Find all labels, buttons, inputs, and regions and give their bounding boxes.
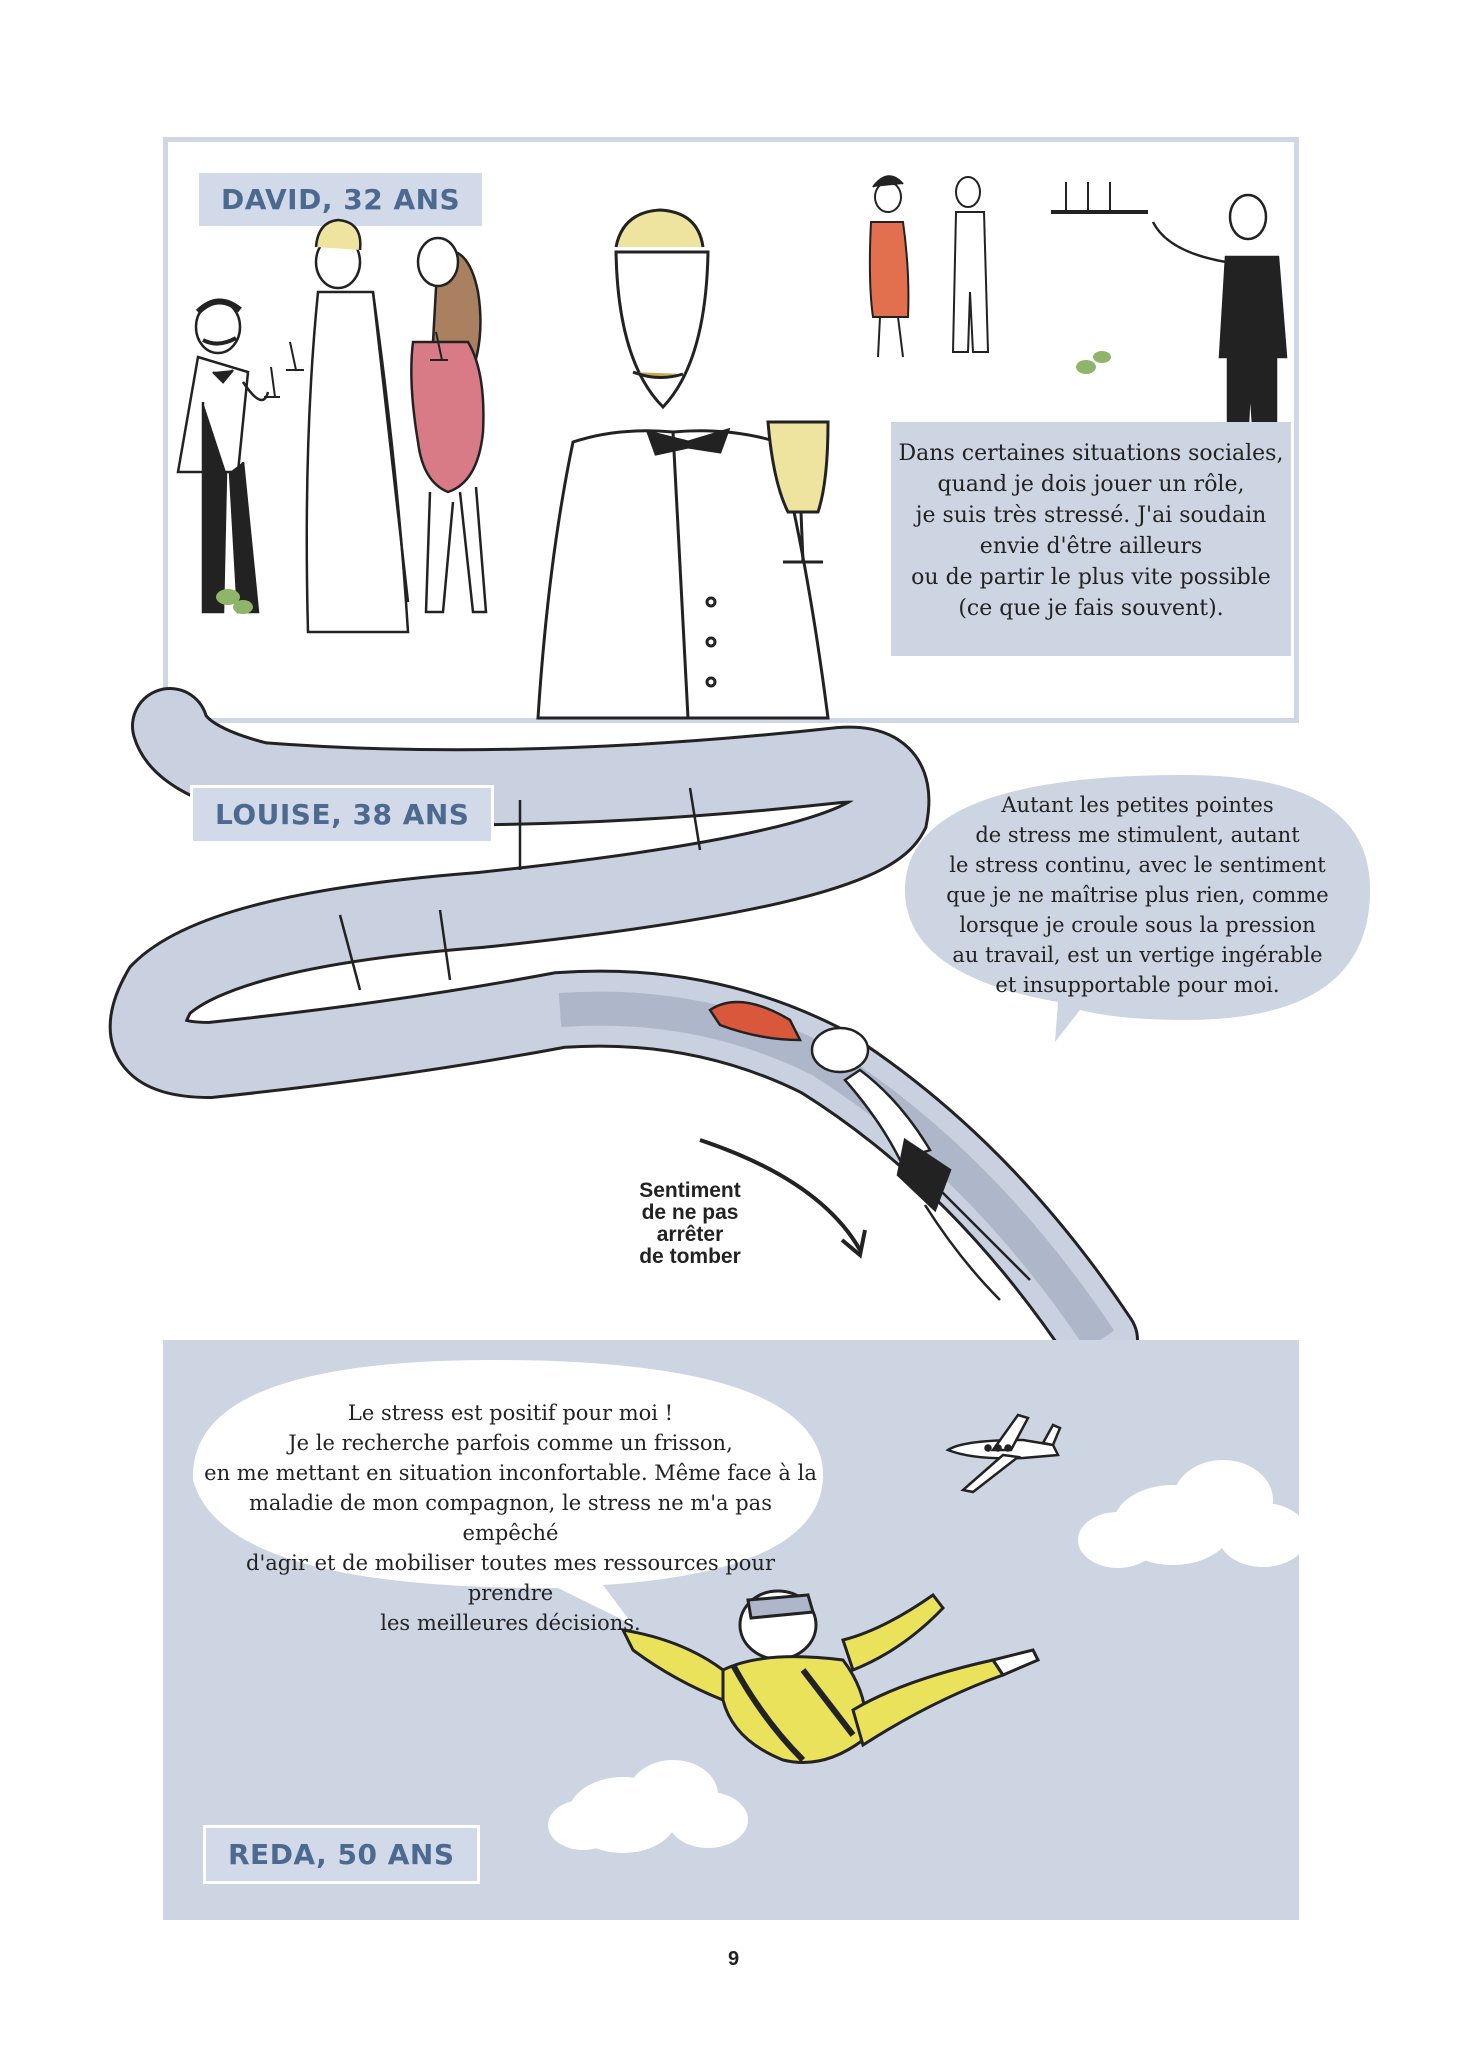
bubble-line: les meilleures décisions. — [380, 1611, 641, 1635]
speech-bubble-louise: Autant les petites pointes de stress me … — [935, 790, 1340, 1000]
bubble-line: lorsque je croule sous la pression — [959, 913, 1316, 937]
name-tag-reda: REDA, 50 ANS — [203, 1825, 480, 1884]
bubble-line: Le stress est positif pour moi ! — [347, 1401, 674, 1425]
name-tag-louise: LOUISE, 38 ANS — [190, 785, 495, 844]
bubble-line: d'agir et de mobiliser toutes mes ressou… — [246, 1551, 775, 1605]
bubble-line: en me mettant en situation inconfortable… — [204, 1461, 817, 1485]
illustration-skydive — [192, 1360, 1308, 1853]
illustration-party — [176, 175, 1288, 720]
caption-line: ou de partir le plus vite possible — [911, 565, 1271, 590]
speech-bubble-reda-shape — [192, 1360, 824, 1625]
bubble-line: le stress continu, avec le sentiment — [949, 853, 1326, 877]
fall-arrow-head — [840, 1229, 867, 1259]
cloud-bottom — [548, 1760, 748, 1853]
airplane — [945, 1413, 1062, 1494]
bubble-line: que je ne maîtrise plus rien, comme — [946, 883, 1329, 907]
speech-bubble-reda: Le stress est positif pour moi ! Je le r… — [203, 1398, 818, 1638]
annotation-falling: Sentiment de ne pas arrêter de tomber — [620, 1180, 760, 1268]
annotation-line: de tomber — [639, 1245, 741, 1268]
caption-line: envie d'être ailleurs — [979, 534, 1203, 559]
page-number: 9 — [727, 1948, 740, 1970]
annotation-line: de ne pas — [641, 1201, 739, 1224]
water-slide-illustration — [108, 687, 1370, 1379]
caption-line: (ce que je fais souvent). — [958, 596, 1224, 621]
bubble-line: au travail, est un vertige ingérable — [952, 943, 1323, 967]
man-with-mustache — [176, 298, 280, 614]
panel-david: DAVID, 32 ANS — [163, 137, 1299, 723]
woman-pink-dress — [410, 236, 488, 614]
panel-reda: Le stress est positif pour moi ! Je le r… — [163, 1340, 1308, 1920]
caption-line: Dans certaines situations sociales, — [898, 441, 1284, 466]
bubble-line: maladie de mon compagnon, le stress ne m… — [249, 1491, 772, 1545]
bubble-line: de stress me stimulent, autant — [975, 823, 1300, 847]
name-tag-david: DAVID, 32 ANS — [196, 170, 486, 229]
louise-sliding — [708, 1000, 1031, 1301]
cloud-right — [1078, 1460, 1308, 1568]
caption-line: quand je dois jouer un rôle, — [937, 472, 1245, 497]
david-figure — [536, 208, 830, 720]
fall-arrow — [699, 1138, 862, 1251]
caption-line: je suis très stressé. J'ai soudain — [915, 503, 1267, 528]
skydiver — [620, 1589, 1041, 1764]
bride — [286, 218, 410, 634]
bubble-line: Je le recherche parfois comme un frisson… — [288, 1431, 733, 1455]
speech-bubble-louise-shape — [905, 775, 1370, 1042]
annotation-line: arrêter — [656, 1223, 724, 1246]
bubble-line: Autant les petites pointes — [1001, 793, 1274, 817]
caption-david: Dans certaines situations sociales, quan… — [891, 422, 1291, 656]
background-couple — [868, 175, 990, 358]
bubble-line: et insupportable pour moi. — [995, 973, 1280, 997]
annotation-line: Sentiment — [639, 1179, 741, 1202]
